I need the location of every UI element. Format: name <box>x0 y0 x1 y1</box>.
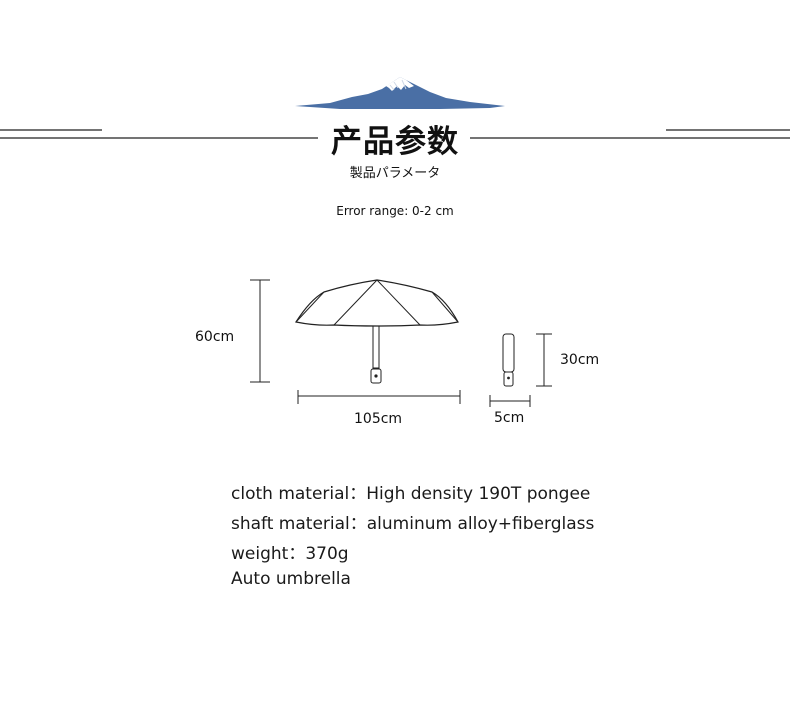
header-rule-left <box>0 129 318 139</box>
mount-fuji-icon <box>295 77 505 109</box>
spec-weight: weight：370g <box>231 544 349 564</box>
open-width-label: 105cm <box>354 411 403 427</box>
error-range-note: Error range: 0-2 cm <box>336 204 454 218</box>
folded-width-label: 5cm <box>494 410 525 426</box>
header-rule-right <box>470 129 790 139</box>
page-subtitle: 製品パラメータ <box>349 166 441 181</box>
folded-length-label: 30cm <box>560 352 600 368</box>
spec-auto: Auto umbrella <box>231 569 351 589</box>
page-title: 产品参数 <box>331 124 459 160</box>
spec-shaft-material: shaft material：aluminum alloy+fiberglass <box>231 514 595 534</box>
open-umbrella-diagram <box>250 279 461 404</box>
open-height-label: 60cm <box>195 329 235 345</box>
folded-umbrella-diagram <box>489 333 552 407</box>
spec-cloth-material: cloth material：High density 190T pongee <box>231 484 591 504</box>
